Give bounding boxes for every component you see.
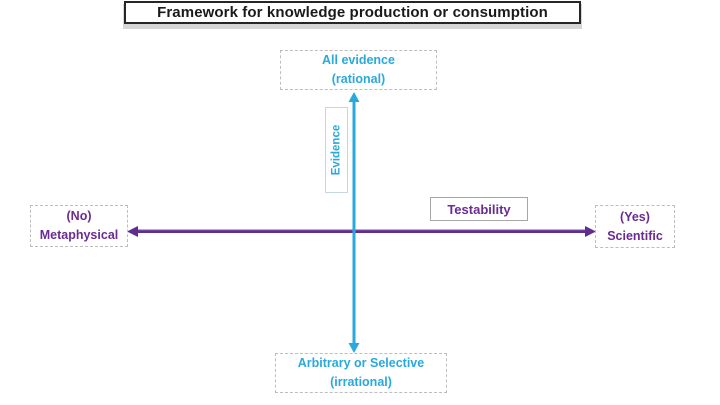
all-evidence-line1: All evidence: [322, 53, 395, 68]
evidence-axis-label-box: Evidence: [325, 107, 348, 193]
scientific-line1: (Yes): [620, 209, 650, 224]
evidence-down-arrowhead-icon: [348, 343, 360, 353]
label-box-metaphysical: (No) Metaphysical: [30, 205, 128, 247]
all-evidence-line2: (rational): [331, 72, 386, 86]
arbitrary-selective-line2: (irrational): [330, 375, 392, 389]
testability-axis-label-box: Testability: [430, 197, 528, 221]
label-box-all-evidence: All evidence (rational): [280, 50, 437, 90]
label-box-arbitrary-selective: Arbitrary or Selective (irrational): [275, 353, 447, 393]
evidence-up-arrowhead-icon: [348, 92, 360, 102]
metaphysical-line1: (No): [66, 209, 92, 224]
arbitrary-selective-line1: Arbitrary or Selective: [297, 356, 425, 371]
evidence-axis-label: Evidence: [330, 124, 343, 176]
testability-left-arrowhead-icon: [127, 226, 138, 237]
label-box-scientific: (Yes) Scientific: [595, 205, 675, 248]
page-title: Framework for knowledge production or co…: [157, 4, 548, 21]
metaphysical-line2: Metaphysical: [39, 228, 119, 242]
title-box: Framework for knowledge production or co…: [124, 1, 581, 24]
testability-axis-label: Testability: [447, 201, 511, 217]
scientific-line2: Scientific: [607, 228, 663, 243]
